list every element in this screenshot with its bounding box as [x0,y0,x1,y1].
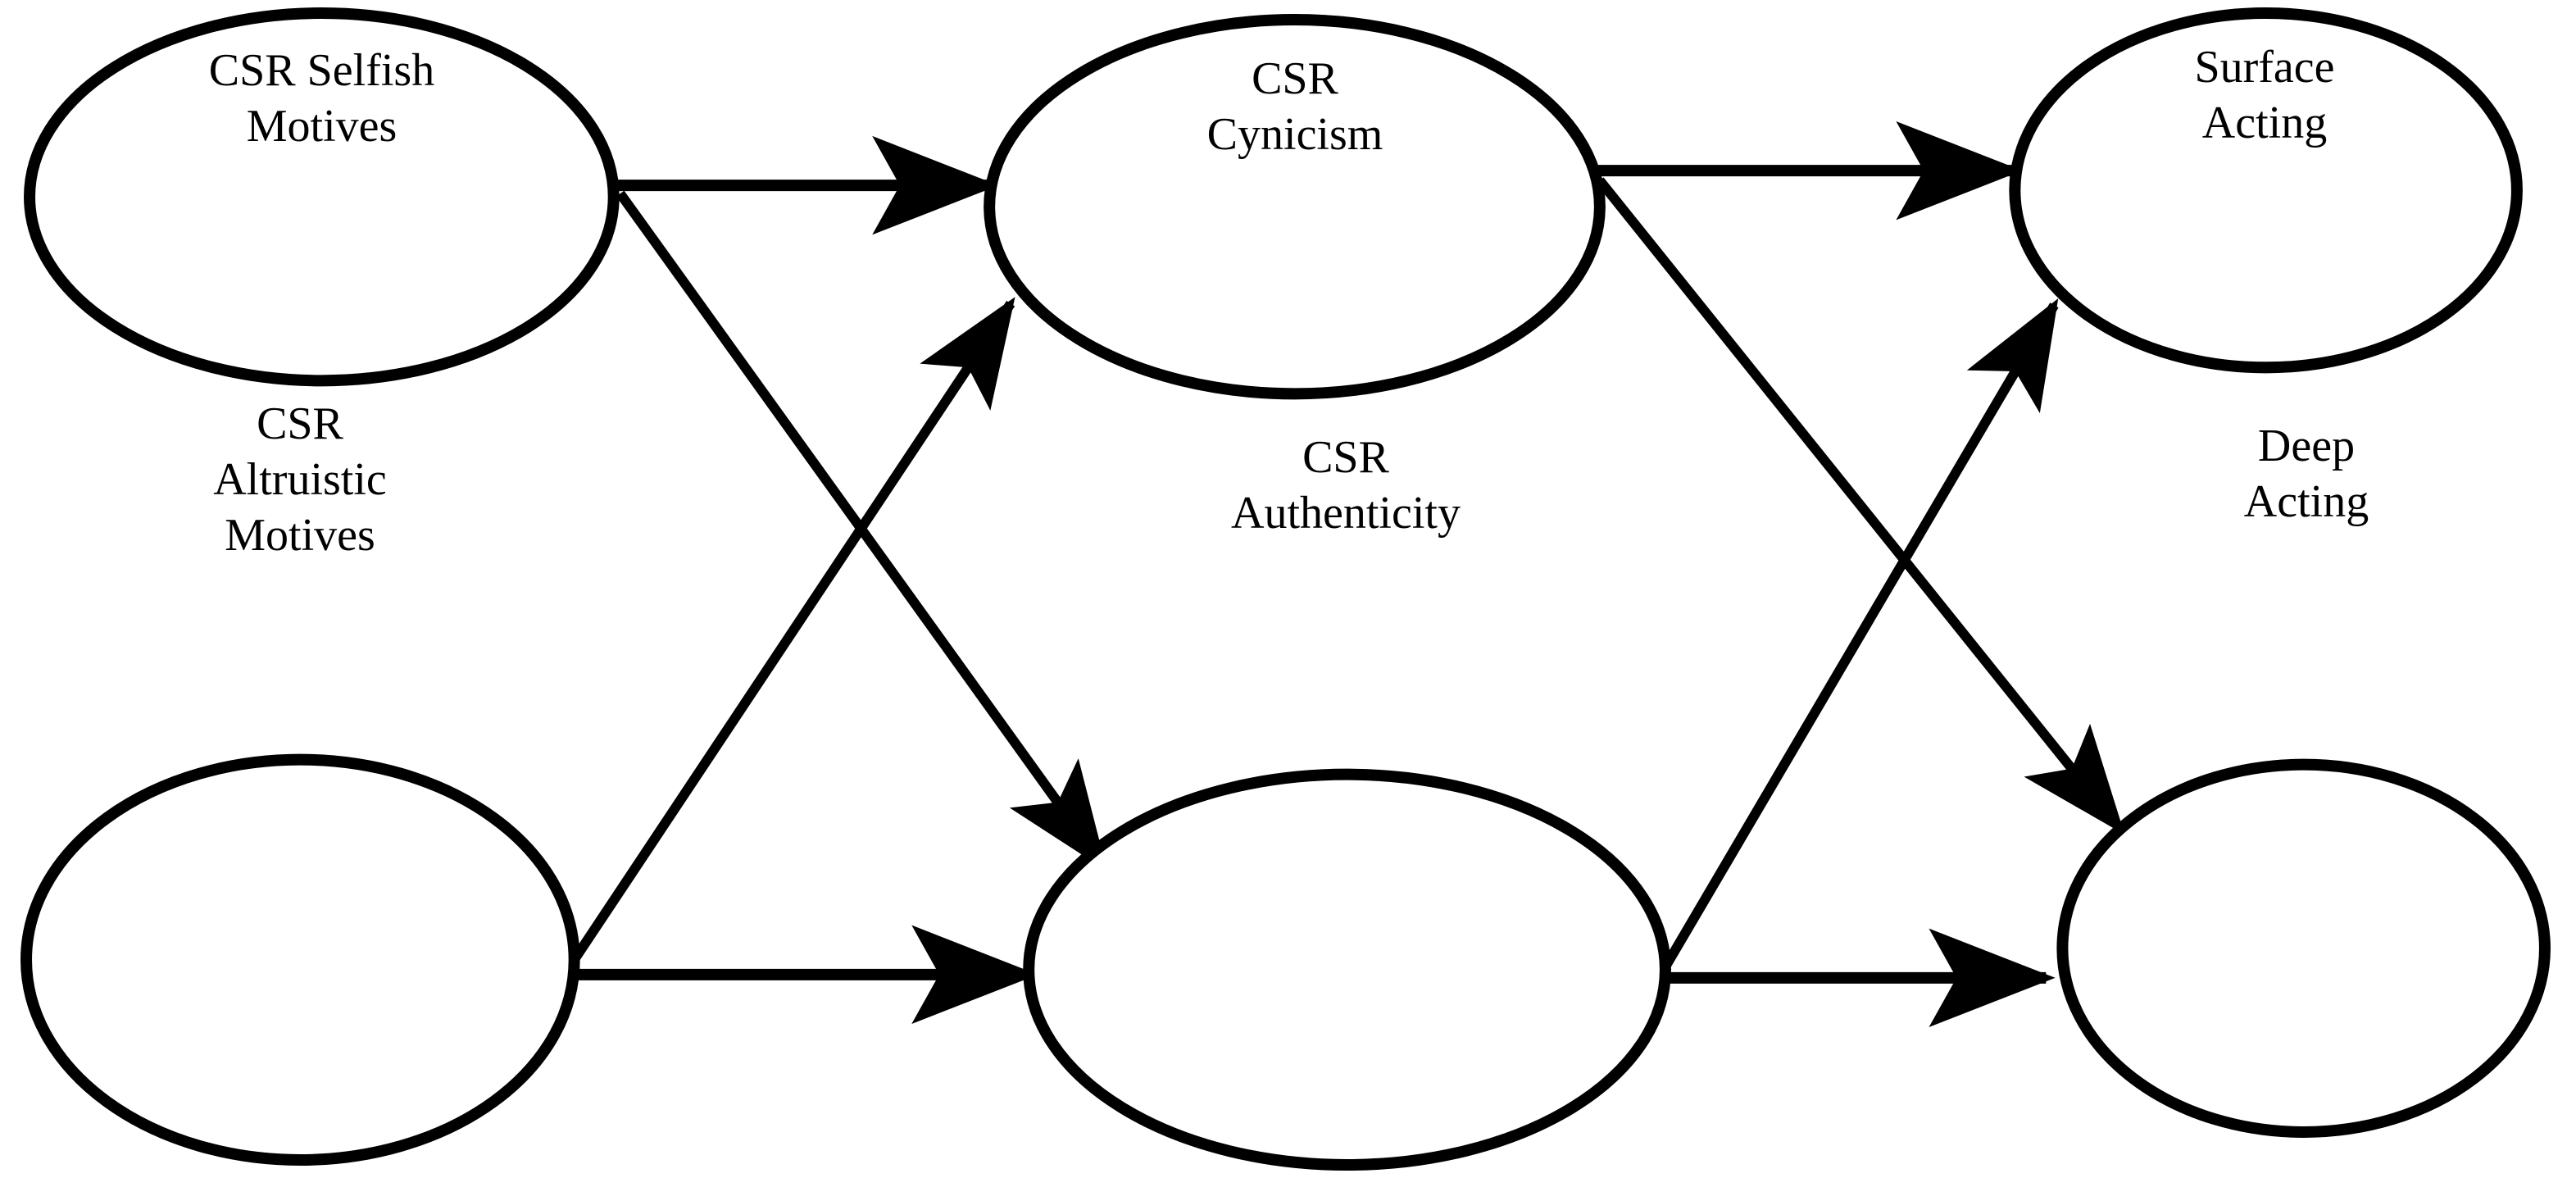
node-deep-acting[interactable] [2056,758,2551,1138]
node-csr-altruistic-motives[interactable] [20,753,580,1166]
edge-group [566,121,2125,1028]
node-csr-cynicism[interactable] [984,14,1606,400]
edge-authenticity-to-surface [1659,298,2059,972]
node-csr-authenticity[interactable] [1023,768,1671,1171]
edge-cynicism-to-deep [1596,177,2125,835]
node-csr-selfish-motives[interactable] [24,7,620,387]
node-group [20,7,2551,1171]
edge-altruistic-to-cynicism [566,297,1015,968]
node-surface-acting[interactable] [2009,7,2523,374]
